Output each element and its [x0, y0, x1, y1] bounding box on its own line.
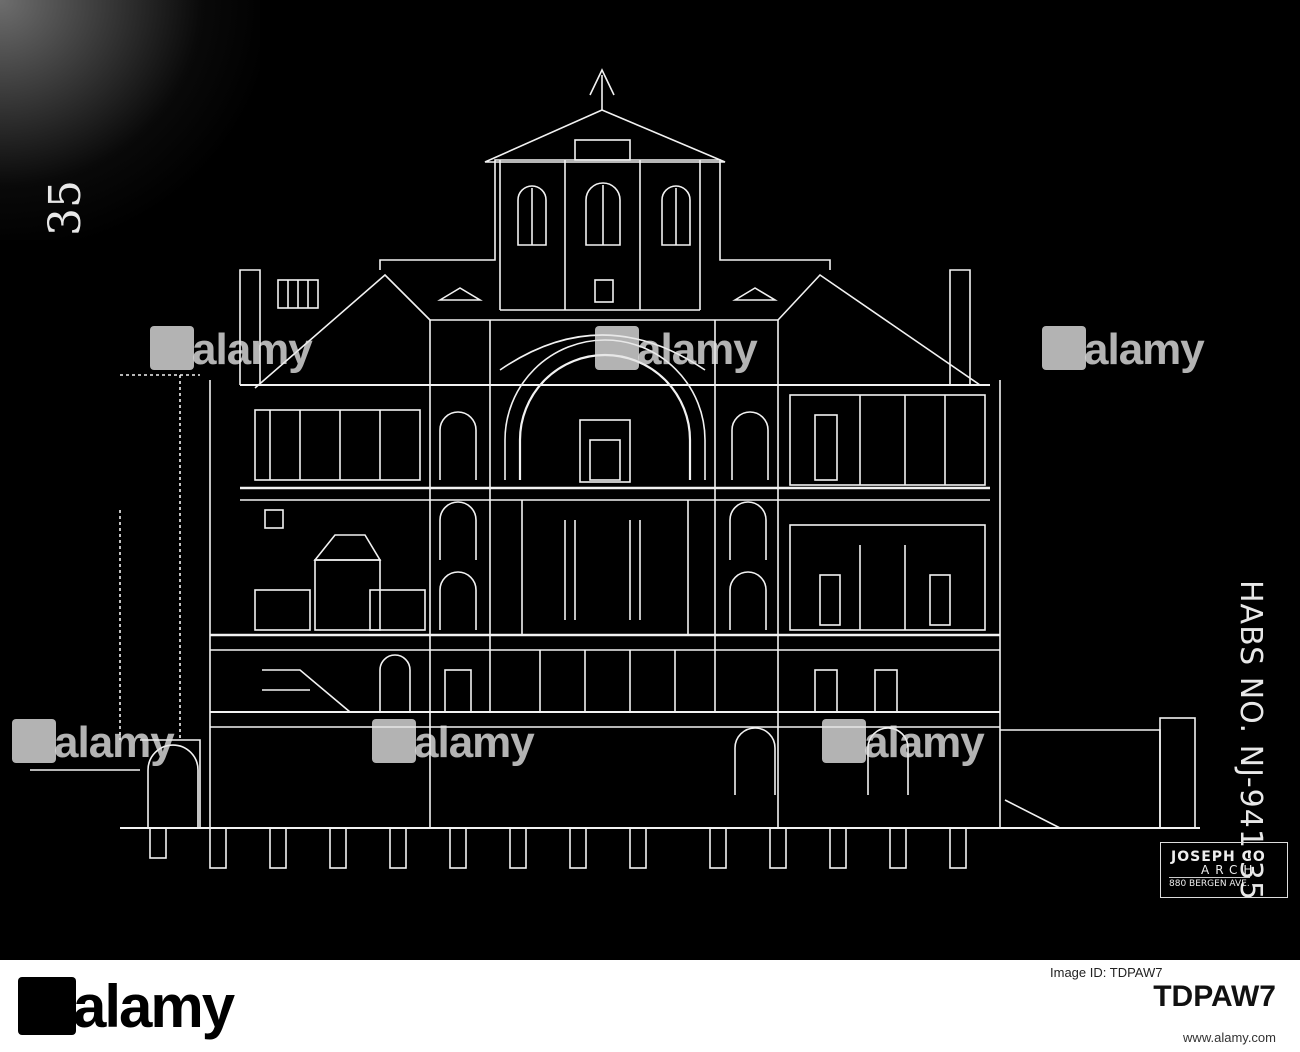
- watermark: alamy: [372, 718, 535, 768]
- image-id-label: Image ID: TDPAW7: [1050, 965, 1163, 980]
- blueprint-sheet: alamy alamy alamy alamy alamy alamy 35 H…: [0, 0, 1300, 960]
- architect-name: JOSEPH CO: [1171, 849, 1266, 865]
- image-id-large: TDPAW7: [1153, 980, 1276, 1013]
- site-url[interactable]: www.alamy.com: [1183, 1030, 1276, 1045]
- architect-role: ARCH: [1201, 863, 1259, 877]
- watermark: alamy: [822, 718, 985, 768]
- watermark: alamy: [12, 718, 175, 768]
- alamy-logo[interactable]: alamy: [18, 972, 235, 1041]
- building-section-drawing: [30, 68, 1200, 869]
- watermark: alamy: [595, 325, 758, 375]
- stock-footer: [0, 960, 1300, 1052]
- sheet-number: 35: [40, 180, 91, 236]
- title-block: JOSEPH CO ARCH 880 BERGEN AVE.: [1160, 842, 1288, 898]
- architect-address: 880 BERGEN AVE.: [1169, 877, 1250, 889]
- watermark: alamy: [1042, 325, 1205, 375]
- watermark: alamy: [150, 325, 313, 375]
